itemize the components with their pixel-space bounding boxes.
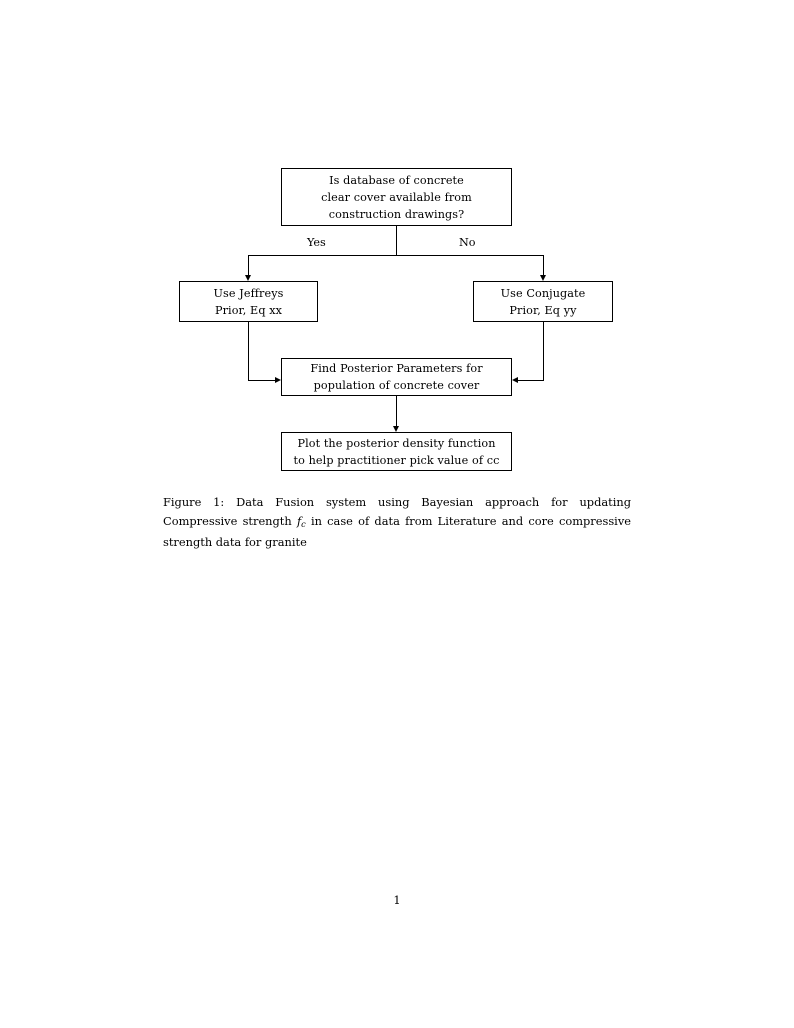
edge-posterior-to-plot xyxy=(396,396,397,426)
node-conjugate-line-2: Prior, Eq yy xyxy=(509,303,577,317)
edge-no-drop xyxy=(543,255,544,275)
edge-branch-bar xyxy=(248,255,544,256)
edge-conjugate-left xyxy=(518,380,544,381)
node-question-line-1: Is database of concrete xyxy=(329,173,464,187)
caption-math-symbol: fc xyxy=(296,513,306,529)
page-number: 1 xyxy=(393,893,401,907)
figure-caption: Figure 1: Data Fusion system using Bayes… xyxy=(163,493,631,552)
edge-jeffreys-right xyxy=(248,380,275,381)
node-plot-line-2: to help practitioner pick value of cc xyxy=(293,453,500,467)
node-plot-line-1: Plot the posterior density function xyxy=(297,436,496,450)
arrowhead-yes-to-jeffreys xyxy=(245,275,251,281)
node-posterior-line-1: Find Posterior Parameters for xyxy=(310,362,483,375)
node-jeffreys-line-1: Use Jeffreys xyxy=(213,286,284,300)
edge-conjugate-down xyxy=(543,322,544,380)
branch-label-no: No xyxy=(459,236,476,249)
node-jeffreys-line-2: Prior, Eq xx xyxy=(214,303,283,317)
edge-question-stem xyxy=(396,226,397,255)
arrowhead-jeffreys-to-posterior xyxy=(275,377,281,383)
arrowhead-conjugate-to-posterior xyxy=(512,377,518,383)
flowchart-node-question: Is database of concrete clear cover avai… xyxy=(281,168,512,226)
edge-yes-drop xyxy=(248,255,249,275)
edge-jeffreys-down xyxy=(248,322,249,380)
arrowhead-posterior-to-plot xyxy=(393,426,399,432)
caption-math-base: f xyxy=(296,513,302,528)
node-posterior-line-2: population of concrete cover xyxy=(313,379,480,392)
node-question-line-3: construction drawings? xyxy=(328,207,465,221)
node-conjugate-line-1: Use Conjugate xyxy=(500,286,586,300)
flowchart-node-find-posterior: Find Posterior Parameters for population… xyxy=(281,358,512,396)
arrowhead-no-to-conjugate xyxy=(540,275,546,281)
flowchart-node-jeffreys-prior: Use Jeffreys Prior, Eq xx xyxy=(179,281,318,322)
caption-label: Figure 1: xyxy=(163,495,225,509)
caption-math-subscript: c xyxy=(301,518,306,529)
flowchart-node-plot-density: Plot the posterior density function to h… xyxy=(281,432,512,471)
branch-label-yes: Yes xyxy=(307,236,326,249)
flowchart-node-conjugate-prior: Use Conjugate Prior, Eq yy xyxy=(473,281,613,322)
figure-flowchart: Is database of concrete clear cover avai… xyxy=(0,0,794,490)
caption-text-after-math: in case of data from Literature and core… xyxy=(163,513,631,550)
node-question-line-2: clear cover available from xyxy=(321,190,472,204)
caption-text-before-math: Data Fusion system using Bayesian approa… xyxy=(163,495,631,528)
